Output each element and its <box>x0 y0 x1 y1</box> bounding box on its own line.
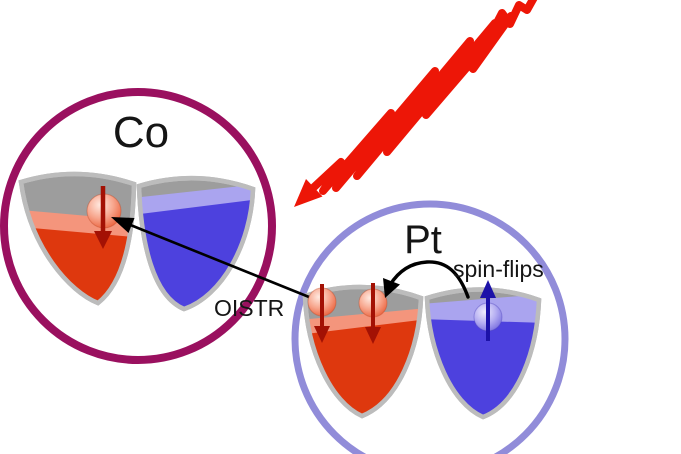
well-rim <box>302 284 424 419</box>
laser-arrowhead <box>294 179 323 207</box>
co-label: Co <box>113 108 169 157</box>
laser-pulse-wave <box>309 0 538 195</box>
spin-flip-arrow-shaft <box>388 260 470 299</box>
spin-down-arrow-head <box>314 326 330 343</box>
spin-up-electron-icon <box>473 280 503 341</box>
spin-flips-label: spin-flips <box>453 256 544 282</box>
oistr-arrow-head <box>111 217 135 233</box>
oistr-label: OISTR <box>214 295 284 321</box>
spin-down-arrow-head <box>94 231 112 249</box>
spin-down-electron-icon <box>307 284 337 343</box>
laser-pulse-icon <box>294 0 538 207</box>
spin-down-electron-icon <box>86 186 122 249</box>
spin-down-arrow-head <box>365 327 381 344</box>
spin-down-electron-icon <box>358 283 388 344</box>
spin-up-arrow-head <box>480 280 496 298</box>
pt-atom-ring <box>291 200 569 454</box>
well-rim <box>18 171 137 306</box>
spin-flip-curved-arrow-icon <box>383 260 470 299</box>
co-atom-ring <box>0 88 276 364</box>
oistr-transfer-arrow-icon <box>111 217 315 301</box>
oistr-arrow-shaft <box>127 222 315 301</box>
well-rim <box>136 175 256 312</box>
spin-flip-arrow-head <box>383 278 400 298</box>
pt-label: Pt <box>404 218 442 262</box>
